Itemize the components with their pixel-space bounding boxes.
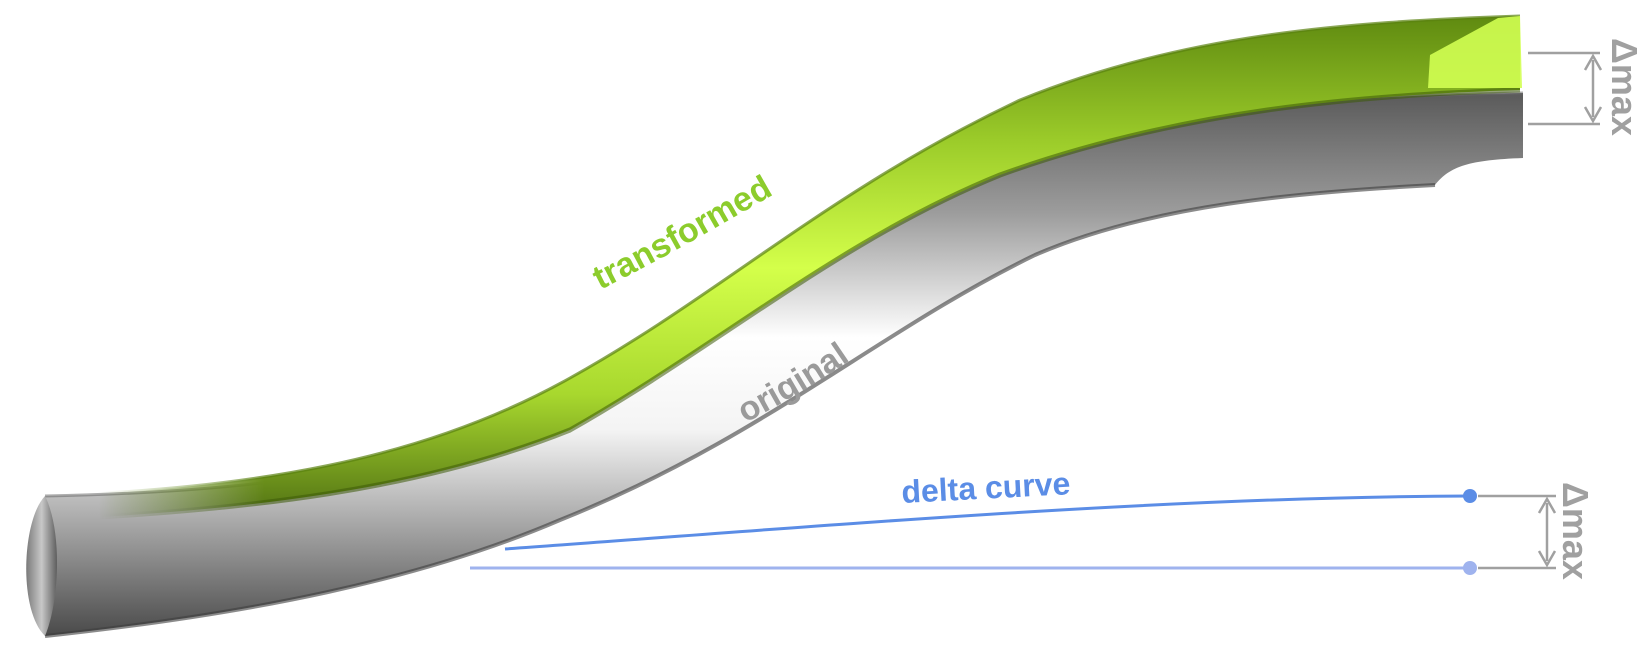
delta-curve-line	[504, 494, 1471, 551]
label-delta-curve: delta curve	[900, 465, 1071, 510]
dimension-top	[1528, 51, 1603, 126]
label-delta-max-bottom: Δmax	[1555, 482, 1596, 580]
original-tube-end	[26, 496, 58, 636]
transformed-tube-end	[1428, 16, 1522, 88]
baseline-endpoint	[1463, 561, 1477, 575]
original-tube	[44, 91, 1524, 638]
delta-curves	[470, 489, 1477, 575]
delta-curve-endpoint	[1463, 489, 1477, 503]
label-delta-max-top: Δmax	[1604, 38, 1645, 136]
transformed-tube	[44, 14, 1521, 523]
dimension-bottom	[1478, 494, 1557, 570]
